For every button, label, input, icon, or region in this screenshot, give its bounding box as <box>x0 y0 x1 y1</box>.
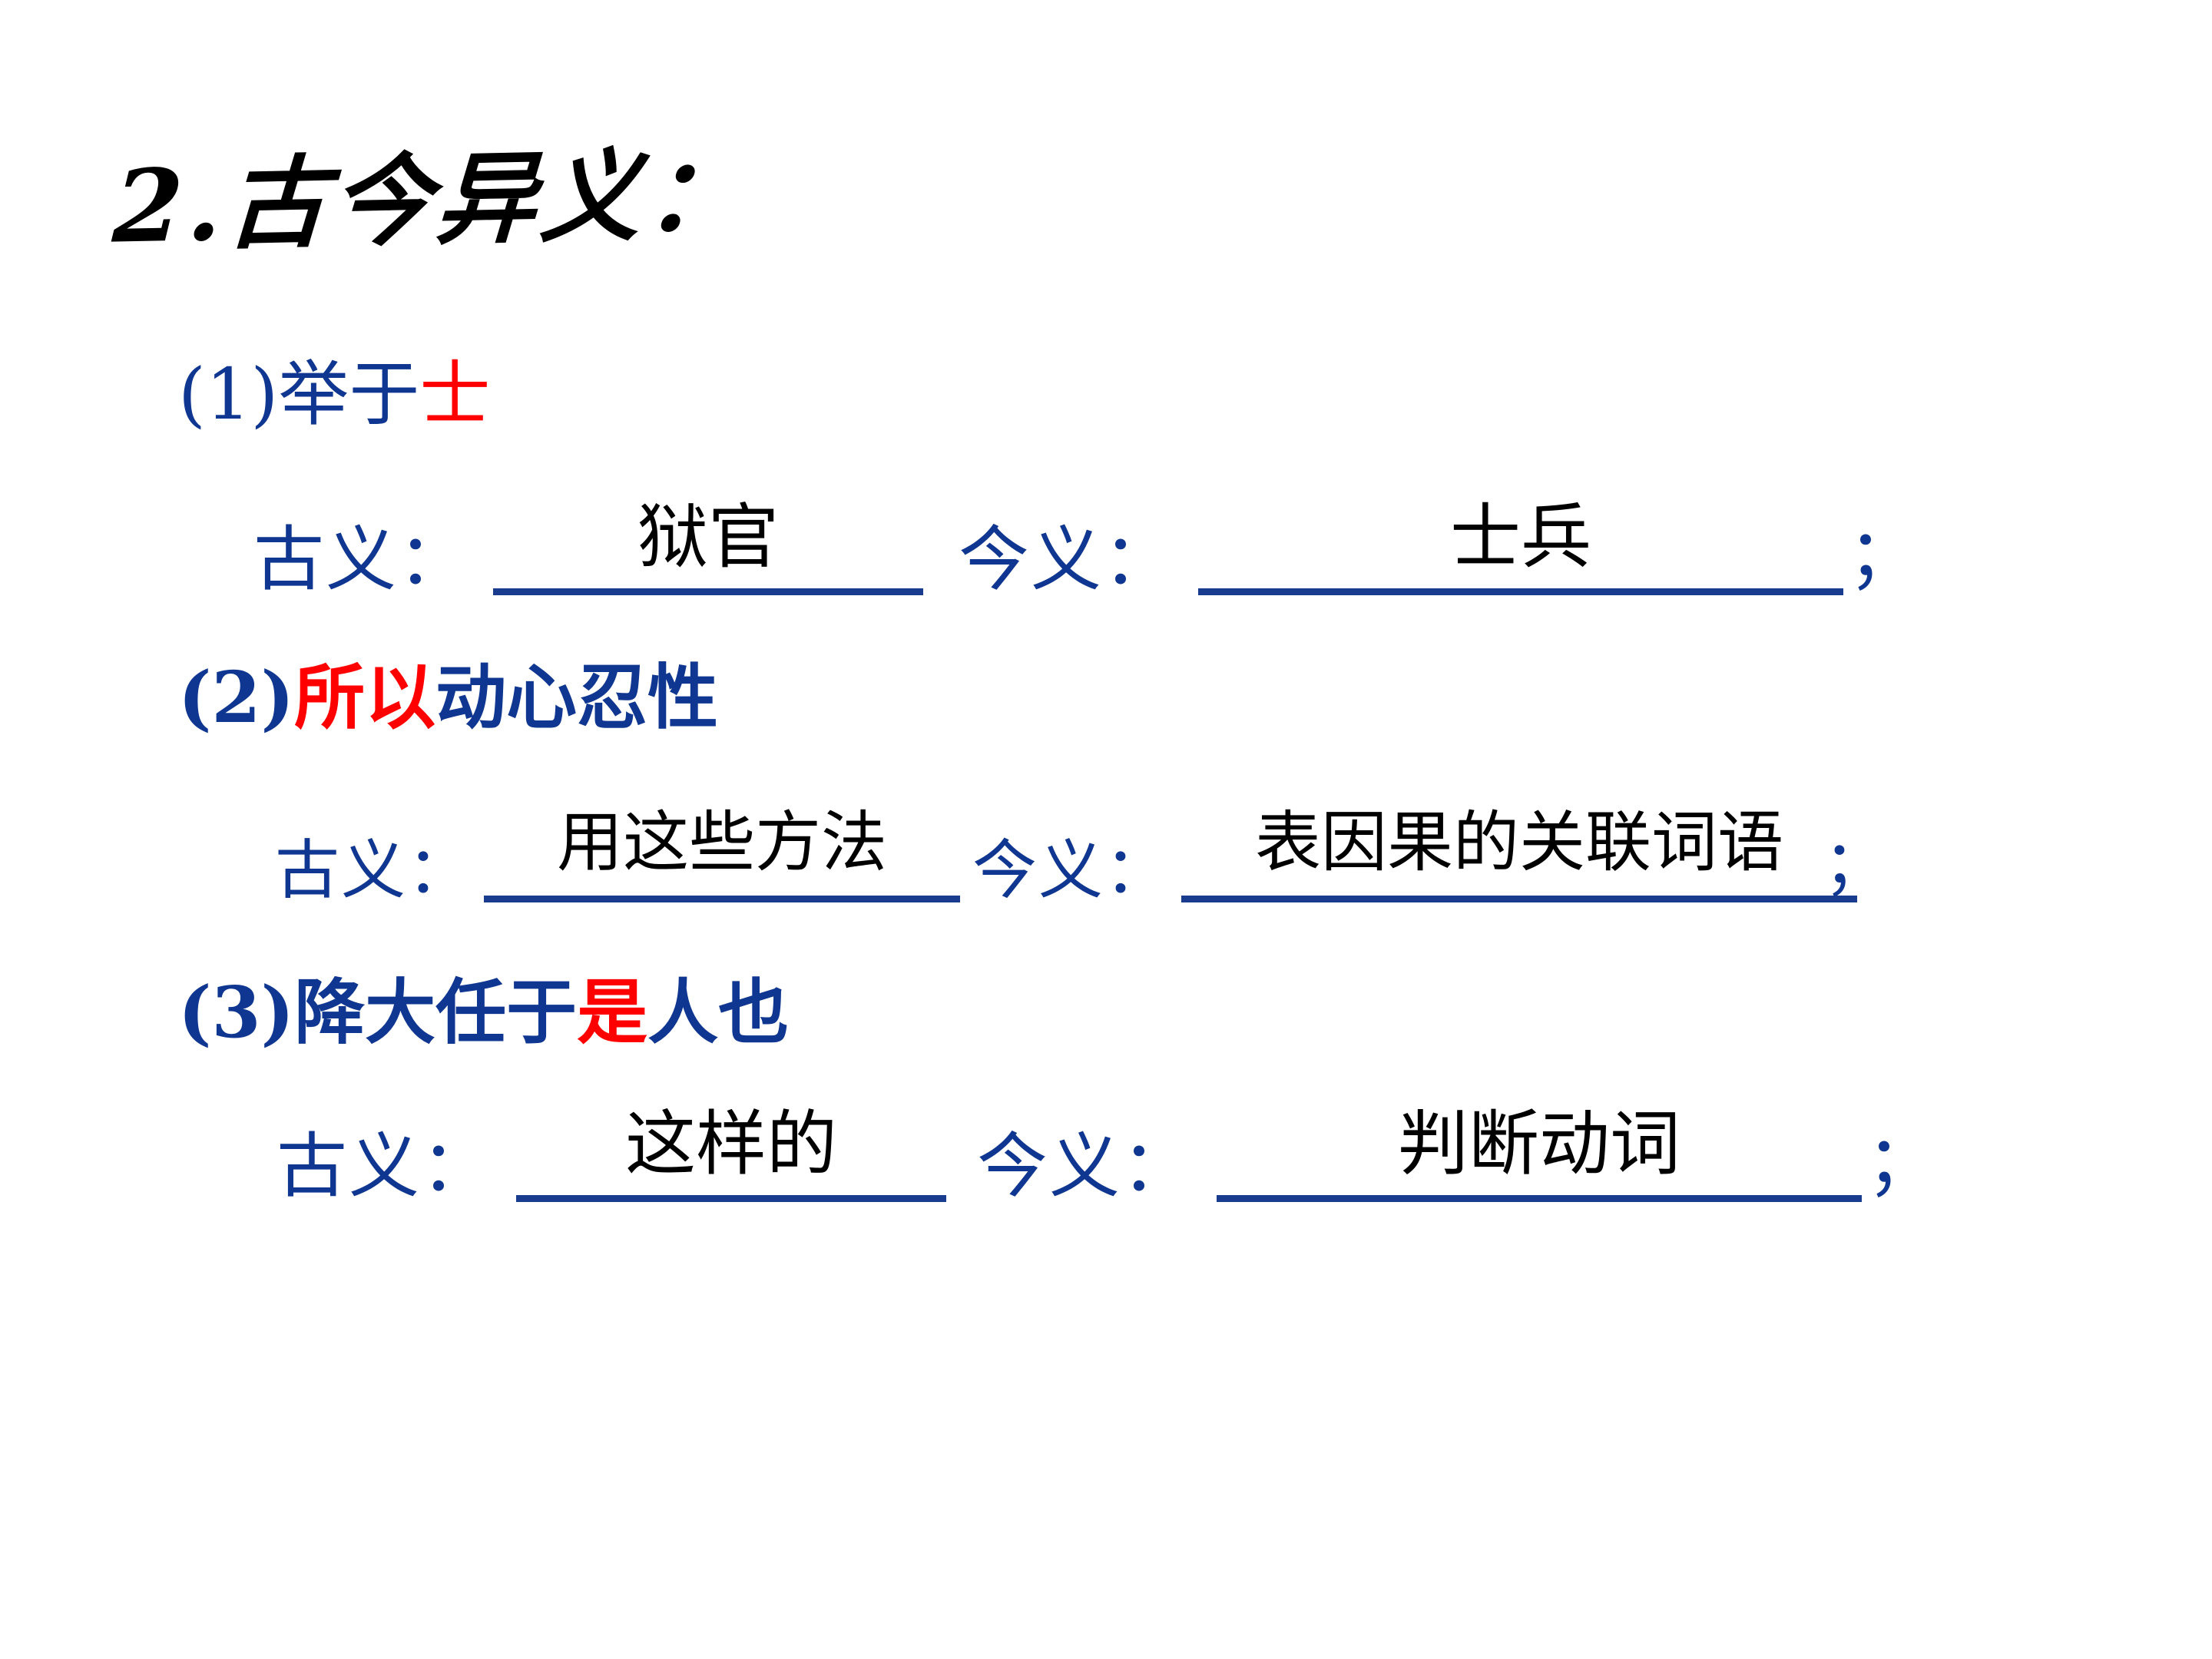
new-meaning-blank-1[interactable]: 士兵 <box>1198 496 1844 595</box>
page-title: 2.古今异义： <box>110 134 753 266</box>
item-phrase-highlight-1: 士 <box>419 353 491 435</box>
new-meaning-answer-1: 士兵 <box>1450 496 1592 578</box>
semicolon-1: ； <box>1848 514 1919 596</box>
question-line-2: (2)所以动心忍性 <box>178 662 718 733</box>
new-meaning-answer-3: 判断动词 <box>1398 1103 1681 1185</box>
old-meaning-answer-3: 这样的 <box>625 1103 838 1185</box>
answer-row-3: 古义：这样的今义：判断动词； <box>276 1106 1937 1202</box>
item-number-3: (3) <box>178 971 295 1054</box>
item-phrase-after-3: 人也 <box>647 971 790 1054</box>
old-meaning-answer-1: 狱官 <box>637 496 780 578</box>
old-meaning-blank-3[interactable]: 这样的 <box>516 1103 947 1202</box>
new-meaning-blank-3[interactable]: 判断动词 <box>1217 1103 1863 1202</box>
new-meaning-answer-2: 表因果的关联词语 <box>1255 804 1784 881</box>
item-phrase-highlight-2: 所以 <box>294 656 436 739</box>
old-meaning-blank-2[interactable]: 用这些方法 <box>484 804 961 902</box>
question-line-3: (3)降大任于是人也 <box>178 977 789 1048</box>
item-phrase-highlight-3: 是 <box>577 971 648 1054</box>
new-meaning-blank-2[interactable]: 表因果的关联词语 <box>1181 804 1858 902</box>
item-number-1: (1) <box>178 353 279 435</box>
old-meaning-label-1: 古义： <box>253 518 471 601</box>
new-meaning-label-2: 今义： <box>972 833 1171 908</box>
answer-row-2: 古义：用这些方法今义：表因果的关联词语； <box>275 806 1888 902</box>
old-meaning-blank-1[interactable]: 狱官 <box>493 496 924 595</box>
new-meaning-label-1: 今义： <box>959 518 1176 601</box>
question-line-1: (1)举于士 <box>178 359 490 430</box>
item-phrase-before-1: 举于 <box>278 353 420 435</box>
new-meaning-label-3: 今义： <box>977 1125 1194 1207</box>
old-meaning-label-3: 古义： <box>276 1125 494 1207</box>
item-phrase-after-2: 动心忍性 <box>435 656 719 739</box>
old-meaning-label-2: 古义： <box>275 833 474 908</box>
semicolon-3: ； <box>1866 1121 1938 1203</box>
old-meaning-answer-2: 用这些方法 <box>557 804 888 881</box>
semicolon-2: ； <box>1823 826 1889 902</box>
item-number-2: (2) <box>178 656 295 739</box>
item-phrase-before-3: 降大任于 <box>294 971 578 1054</box>
answer-row-1: 古义：狱官今义：士兵； <box>253 499 1919 595</box>
